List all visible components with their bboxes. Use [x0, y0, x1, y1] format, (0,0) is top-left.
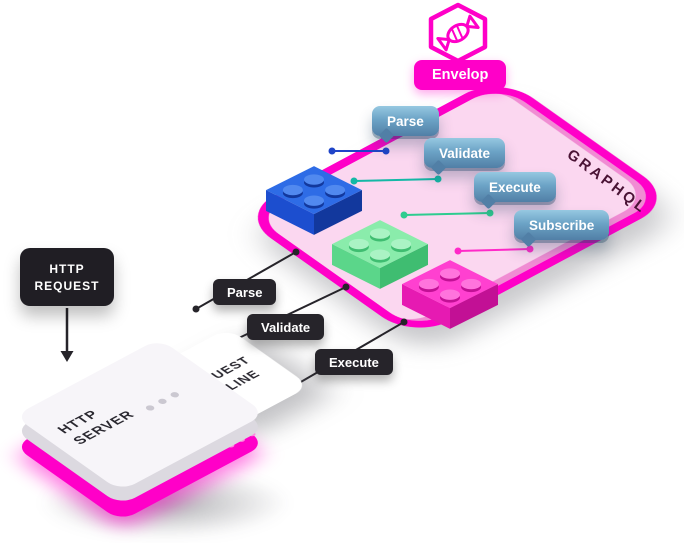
- stud-top: [370, 228, 390, 239]
- http-request-line2: REQUEST: [34, 278, 100, 293]
- candy-glyph: [436, 14, 480, 52]
- brick-left-face: [266, 190, 314, 235]
- envelop-badge: Envelop: [414, 60, 507, 90]
- stud-top: [304, 195, 324, 206]
- led-dot: [144, 404, 157, 412]
- pipeline-step-validate: Validate: [247, 314, 325, 340]
- pipeline-step-label: Validate: [261, 319, 311, 335]
- stud-top: [461, 278, 482, 290]
- pipeline-step-parse: Parse: [213, 279, 277, 305]
- plugin-tag-label: Validate: [439, 145, 491, 161]
- envelop-logo-icon: [428, 2, 488, 64]
- plugin-tag-label: Execute: [489, 179, 541, 195]
- stud-top: [418, 278, 439, 290]
- brick-top-face: [402, 260, 498, 309]
- brick-right-face: [450, 284, 498, 329]
- led-dot: [168, 391, 181, 399]
- plugin-tag-validate: Validate: [424, 138, 506, 168]
- lego-brick-pink: [402, 260, 498, 329]
- plugin-tag-label: Parse: [387, 113, 424, 129]
- stud-top: [391, 238, 412, 250]
- stud-top: [440, 268, 460, 279]
- candy-stripes: [450, 25, 464, 42]
- http-request-box: HTTP REQUEST: [20, 248, 114, 306]
- plugin-tag-execute: Execute: [474, 172, 556, 202]
- brick-top-face: [266, 166, 362, 215]
- brick-right-face: [314, 190, 362, 235]
- stud-top: [325, 184, 346, 196]
- stud-top: [304, 174, 324, 185]
- stud-top: [282, 184, 303, 196]
- candy-wrapper-right: [465, 14, 480, 29]
- plugin-tag-parse: Parse: [372, 106, 439, 136]
- step-dot: [192, 305, 200, 313]
- brick-right-face: [380, 244, 428, 289]
- http-request-line1: HTTP: [49, 261, 85, 276]
- brick-left-face: [332, 244, 380, 289]
- pipeline-step-label: Execute: [329, 354, 379, 370]
- pipeline-step-execute: Execute: [315, 349, 393, 375]
- plugin-tag-label: Subscribe: [529, 217, 595, 233]
- stud-top: [370, 249, 390, 260]
- server-led-dots: [144, 391, 181, 412]
- plugin-dot: [328, 147, 336, 155]
- led-dot: [156, 397, 169, 406]
- plugin-tag-subscribe: Subscribe: [514, 210, 610, 240]
- request-arrow-head: [60, 351, 74, 362]
- stud-top: [348, 238, 369, 250]
- lego-brick-blue: [266, 166, 362, 235]
- envelop-badge-label: Envelop: [432, 67, 489, 83]
- stud-top: [440, 289, 460, 300]
- pipeline-step-label: Parse: [227, 284, 263, 300]
- http-server-label: HTTP SERVER: [53, 396, 140, 448]
- brick-left-face: [402, 284, 450, 329]
- lego-brick-green: [332, 220, 428, 289]
- brick-top-face: [332, 220, 428, 269]
- candy-wrapper-left: [436, 37, 451, 52]
